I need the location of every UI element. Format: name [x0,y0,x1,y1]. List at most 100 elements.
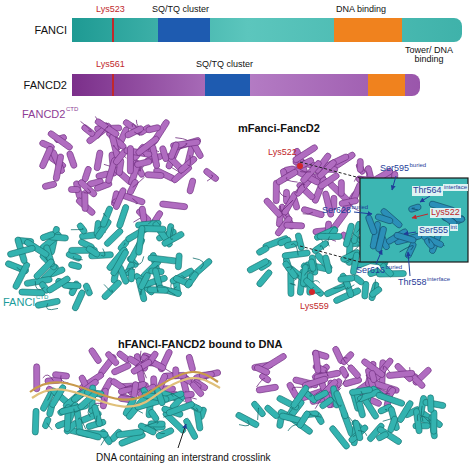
helix [94,118,120,138]
residue-label: Ser616 [356,266,385,276]
helix [431,410,437,434]
helix [116,204,130,229]
superscript: buried [410,162,427,169]
helix [338,275,355,283]
lysine-site [112,18,114,42]
dna-strand [32,378,220,407]
loop [281,200,293,212]
helix [77,179,98,199]
helix [357,158,363,172]
helix [253,364,270,376]
superscript: CTD [66,106,78,113]
helix [42,181,58,190]
helix [375,431,389,442]
loop [290,283,296,285]
feature-label: FANCI [3,296,35,308]
loop [422,416,428,421]
loop [35,281,44,290]
helix [338,179,344,196]
helix [387,415,398,433]
loop [303,212,313,214]
helix [408,203,422,213]
protein-name: FANCI [35,24,67,36]
helix [263,197,283,219]
loop [291,244,298,256]
helix [322,254,332,274]
helix [186,354,196,373]
leader-arrow [408,252,410,276]
loop [188,155,191,166]
leader-arrow [392,176,396,190]
residue-label: Lys522 [268,148,297,158]
helix [137,272,151,291]
loop [320,245,324,250]
loop [286,267,292,270]
helix [139,206,147,223]
helix [302,277,325,298]
helix [317,172,340,191]
helix [275,168,299,186]
loop [133,177,145,187]
loop [286,177,297,182]
helix [66,150,78,169]
residue-label: Thr564 [412,186,443,196]
domain-segment [158,18,210,42]
domain-segment [368,74,405,96]
feature-label: SQ/TQ cluster [196,60,253,70]
lysine-marker [309,289,315,295]
helix [186,177,196,194]
residue-label: Thr558 [398,278,427,288]
loop [257,378,266,387]
helix [42,416,52,430]
leader-arrow [412,214,428,218]
helix [101,279,123,301]
loop [357,391,363,403]
loop [141,365,147,378]
helix [183,417,199,440]
helix [126,178,139,196]
fancd2-domain-bar: FANCD2 [72,74,420,96]
helix [386,370,415,379]
loop [346,285,354,290]
helix [12,261,31,290]
loop [156,283,158,292]
helix [308,258,317,272]
helix [340,350,355,366]
feature-label: FANCD2 [22,108,65,120]
helix [7,245,36,258]
feature-label: DNA binding [336,5,386,15]
helix [284,222,305,229]
superscript: buried [352,204,369,211]
loop [179,144,187,150]
zoom-inset [360,178,468,262]
helix [128,269,135,282]
helix [312,350,321,374]
helix [32,408,39,435]
helix [82,190,88,211]
helix [375,213,394,224]
helix [313,389,329,401]
helix [352,420,363,442]
helix [148,408,160,422]
panel-title: mFanci-FancD2 [238,122,320,134]
helix [343,223,355,248]
loop [428,239,430,244]
helix [177,155,198,174]
helix [33,258,55,281]
helix [255,245,269,257]
loop [328,236,330,246]
helix [423,237,435,250]
leader-arrow [420,196,430,202]
residue-label: Ser595 [380,164,409,174]
loop [87,290,89,292]
helix [393,232,416,244]
helix [53,153,64,181]
loop [77,395,83,402]
fanci-domain-bar: FANCI [72,18,462,42]
loop [103,214,106,217]
loop [104,284,113,292]
helix [427,395,433,413]
loop [81,121,92,131]
loop [421,406,422,417]
helix [329,425,351,451]
